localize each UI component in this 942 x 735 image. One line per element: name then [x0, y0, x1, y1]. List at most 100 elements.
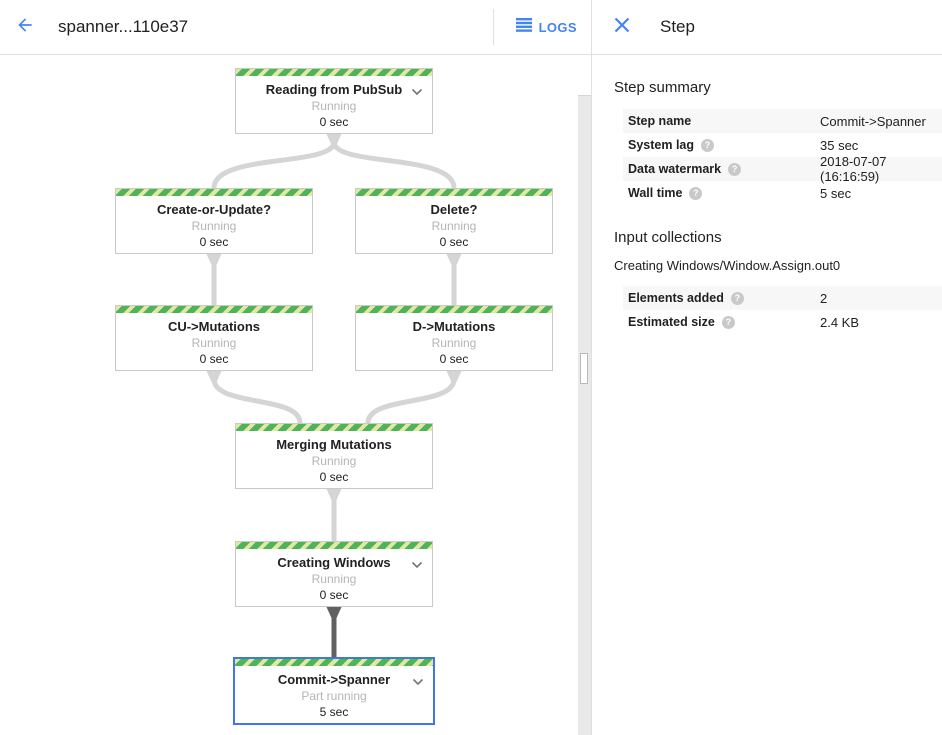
table-row: Step name Commit->Spanner — [623, 109, 942, 133]
row-label: Elements added — [628, 291, 724, 305]
table-row: System lag ? 35 sec — [623, 133, 942, 157]
node-title: Delete? — [430, 202, 478, 217]
step-summary-table: Step name Commit->Spanner System lag ? 3… — [623, 109, 942, 205]
node-status: Running — [311, 99, 357, 113]
node-status: Running — [191, 336, 237, 350]
close-icon — [614, 17, 630, 38]
help-icon[interactable]: ? — [721, 315, 735, 329]
back-button[interactable] — [12, 14, 38, 40]
input-collections-heading: Input collections — [614, 229, 722, 246]
help-icon[interactable]: ? — [730, 291, 744, 305]
logs-button[interactable]: LOGS — [515, 17, 577, 37]
logs-list-icon — [515, 17, 532, 37]
panel-divider — [591, 0, 592, 735]
chevron-down-icon[interactable] — [411, 556, 423, 574]
node-title: Creating Windows — [277, 555, 391, 570]
running-progress-stripe — [235, 659, 433, 666]
row-value: 2018-07-07 (16:16:59) — [820, 154, 887, 184]
row-value: 2.4 KB — [820, 314, 860, 330]
running-progress-stripe — [236, 69, 432, 76]
node-time: 0 sec — [439, 352, 469, 366]
node-title: Reading from PubSub — [265, 82, 403, 97]
running-progress-stripe — [356, 189, 552, 196]
edge-arrow — [206, 254, 222, 265]
row-label: Data watermark — [628, 162, 722, 176]
graph-scrollbar-thumb[interactable] — [580, 353, 588, 384]
help-icon[interactable]: ? — [728, 162, 742, 176]
row-label: Step name — [628, 114, 692, 128]
step-summary-heading: Step summary — [614, 79, 711, 96]
row-value: 5 sec — [820, 185, 852, 201]
node-status: Running — [311, 454, 357, 468]
panel-header: Step — [591, 0, 942, 54]
edge-arrow — [206, 371, 222, 382]
node-time: 0 sec — [199, 352, 229, 366]
table-row: Elements added ? 2 — [623, 286, 942, 310]
step-details-panel: Step summary Step name Commit->Spanner S… — [592, 55, 942, 735]
close-panel-button[interactable] — [610, 15, 634, 39]
node-time: 0 sec — [319, 470, 349, 484]
edge-cumutations-to-merge — [211, 378, 303, 424]
node-time: 5 sec — [319, 705, 349, 719]
toolbar-divider — [492, 9, 494, 45]
arrow-left-icon — [15, 15, 35, 40]
node-time: 0 sec — [439, 235, 469, 249]
running-progress-stripe — [236, 542, 432, 549]
graph-node-d-mutations[interactable]: D->Mutations Running 0 sec — [355, 305, 553, 371]
graph-scrollbar-track[interactable] — [578, 95, 591, 735]
graph-node-commit-spanner-selected[interactable]: Commit->Spanner Part running 5 sec — [233, 657, 435, 725]
row-value: 35 sec — [820, 137, 859, 153]
edge-arrow — [326, 134, 342, 145]
help-icon[interactable]: ? — [689, 186, 703, 200]
help-icon[interactable]: ? — [701, 138, 715, 152]
table-row: Wall time ? 5 sec — [623, 181, 942, 205]
node-title: Create-or-Update? — [156, 202, 272, 217]
edge-pubsub-to-delete — [331, 141, 457, 189]
table-row: Estimated size ? 2.4 KB — [623, 310, 942, 334]
node-time: 0 sec — [319, 115, 349, 129]
pipeline-graph: Reading from PubSub Running 0 sec Create… — [0, 55, 591, 735]
input-collections-table: Elements added ? 2 Estimated size ? 2.4 … — [623, 286, 942, 334]
node-status: Running — [311, 572, 357, 586]
node-title: D->Mutations — [412, 319, 496, 334]
edge-dmutations-to-merge — [365, 378, 457, 424]
node-status: Running — [431, 336, 477, 350]
running-progress-stripe — [236, 424, 432, 431]
row-value: 2 — [820, 290, 828, 306]
graph-node-creating-windows[interactable]: Creating Windows Running 0 sec — [235, 541, 433, 607]
edge-arrow-selected — [326, 607, 342, 618]
graph-node-reading-from-pubsub[interactable]: Reading from PubSub Running 0 sec — [235, 68, 433, 134]
edge-arrow — [446, 371, 462, 382]
node-status: Part running — [301, 689, 367, 703]
graph-node-cu-mutations[interactable]: CU->Mutations Running 0 sec — [115, 305, 313, 371]
graph-edges — [206, 134, 462, 657]
node-status: Running — [431, 219, 477, 233]
collection-name: Creating Windows/Window.Assign.out0 — [614, 258, 841, 273]
graph-node-create-or-update[interactable]: Create-or-Update? Running 0 sec — [115, 188, 313, 254]
chevron-down-icon[interactable] — [411, 83, 423, 101]
node-title: Commit->Spanner — [277, 672, 391, 687]
node-status: Running — [191, 219, 237, 233]
top-bar: spanner...110e37 LOGS Step — [0, 0, 942, 55]
running-progress-stripe — [116, 306, 312, 313]
running-progress-stripe — [356, 306, 552, 313]
graph-node-merging-mutations[interactable]: Merging Mutations Running 0 sec — [235, 423, 433, 489]
row-label: Estimated size — [628, 315, 715, 329]
logs-button-label: LOGS — [538, 19, 577, 35]
chevron-down-icon[interactable] — [412, 673, 424, 691]
running-progress-stripe — [116, 189, 312, 196]
row-label: System lag — [628, 138, 695, 152]
graph-node-delete[interactable]: Delete? Running 0 sec — [355, 188, 553, 254]
job-title: spanner...110e37 — [58, 17, 189, 36]
row-value: Commit->Spanner — [820, 113, 926, 129]
panel-title: Step — [660, 17, 695, 36]
edge-pubsub-to-create — [211, 141, 337, 189]
node-title: Merging Mutations — [276, 437, 392, 452]
node-title: CU->Mutations — [167, 319, 261, 334]
row-label: Wall time — [628, 186, 683, 200]
table-row: Data watermark ? 2018-07-07 (16:16:59) — [623, 154, 942, 184]
node-time: 0 sec — [199, 235, 229, 249]
node-time: 0 sec — [319, 588, 349, 602]
top-bar-left: spanner...110e37 LOGS — [0, 0, 591, 54]
edge-arrow — [446, 254, 462, 265]
